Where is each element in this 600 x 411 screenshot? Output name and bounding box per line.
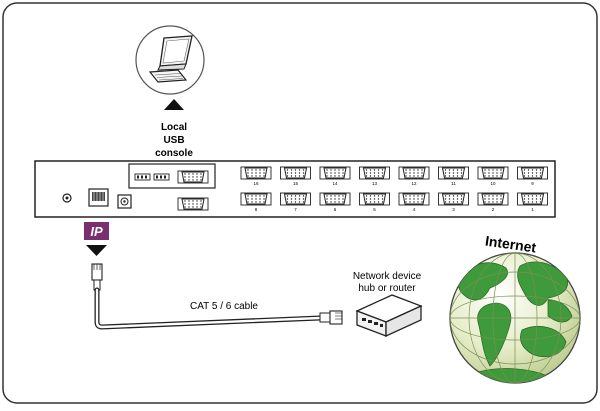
computer-port-10: 10 (477, 166, 509, 186)
port-label: 8 (255, 207, 258, 212)
usb-port-pair-2 (153, 173, 170, 181)
arrow-up-icon (164, 99, 184, 110)
port-label: 5 (373, 207, 376, 212)
port-label: 7 (294, 207, 297, 212)
console-computer-icon (135, 25, 205, 95)
port-label: 9 (531, 181, 534, 186)
port-label: 6 (334, 207, 337, 212)
computer-port-7: 7 (280, 192, 311, 212)
port-label: 15 (293, 181, 299, 186)
computer-port-4: 4 (398, 192, 430, 212)
port-label: 16 (253, 181, 259, 186)
computer-port-13: 13 (359, 166, 390, 186)
port-label: 12 (411, 181, 417, 186)
computer-port-2: 2 (477, 192, 509, 212)
port-label: 4 (413, 207, 416, 212)
rj45-plug-left-icon (91, 263, 103, 291)
console-label-line2: USB (163, 135, 184, 146)
computer-port-12: 12 (398, 166, 430, 186)
computer-port-8: 8 (240, 192, 272, 212)
port-label: 2 (492, 207, 495, 212)
internet-label: Internet (484, 233, 537, 256)
console-label-line3: console (155, 148, 193, 159)
port-label: 14 (332, 181, 338, 186)
ip-badge-text: IP (90, 224, 103, 239)
internet-globe-icon (449, 252, 581, 384)
console-label-line1: Local (161, 122, 187, 133)
computer-port-group: 16 15 14 13 12 11 10 9 8 7 6 5 4 3 2 1 (240, 166, 548, 212)
computer-port-5: 5 (359, 192, 390, 212)
port-label: 13 (372, 181, 378, 186)
computer-port-16: 16 (240, 166, 272, 186)
computer-port-14: 14 (319, 166, 351, 186)
network-device-label-line1: Network device (353, 271, 422, 282)
ip-badge (84, 222, 109, 240)
computer-port-6: 6 (319, 192, 351, 212)
network-router-icon (355, 294, 423, 338)
computer-port-11: 11 (438, 166, 469, 186)
arrow-down-icon (86, 245, 107, 256)
computer-port-9: 9 (517, 166, 548, 186)
port-label: 11 (451, 181, 456, 186)
port-label: 1 (531, 207, 534, 212)
computer-port-3: 3 (438, 192, 469, 212)
console-vga-port (177, 170, 209, 184)
computer-port-1: 1 (517, 192, 548, 212)
power-jack-icon (117, 194, 132, 209)
lan-port-icon (88, 188, 109, 207)
cable-label: CAT 5 / 6 cable (190, 301, 258, 312)
computer-port-15: 15 (280, 166, 311, 186)
usb-port-pair-1 (134, 173, 151, 181)
auxiliary-vga-port (177, 197, 209, 211)
port-label: 3 (452, 207, 455, 212)
rj45-plug-right-icon (319, 310, 343, 325)
port-label: 10 (490, 181, 496, 186)
network-device-label-line2: hub or router (358, 283, 416, 294)
